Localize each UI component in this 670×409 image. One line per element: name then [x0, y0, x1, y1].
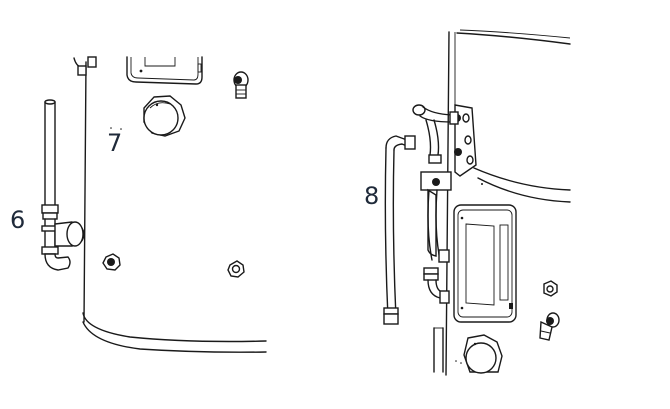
- valve-tee-icon: [420, 154, 452, 304]
- tank-left-wall: [83, 61, 87, 323]
- round-cap-icon: [143, 95, 186, 137]
- elbow-fitting-icon: [233, 71, 249, 99]
- valve-assembly-icon: [41, 204, 85, 271]
- nut-left-icon: [102, 253, 121, 271]
- tank-bottom-rim-lower: [82, 321, 267, 353]
- right-heater-illustration: [383, 29, 571, 376]
- elbow-fitting-right-icon: [539, 312, 560, 341]
- tank-wall-right: [445, 31, 450, 376]
- vertical-pipe-icon: [44, 99, 56, 206]
- flex-hose-icon: [383, 135, 416, 325]
- top-elbow-hose-icon: [412, 104, 459, 156]
- tank-bottom-rim-upper: [82, 312, 267, 343]
- mounting-bracket-icon: [453, 104, 477, 177]
- callout-label-6: 6: [10, 206, 26, 234]
- nut-icon: [543, 280, 558, 297]
- round-cap-bottom-icon: [463, 334, 503, 374]
- callout-label-8: 8: [364, 182, 380, 210]
- control-box-icon: [453, 204, 517, 323]
- nut-right-icon: [227, 260, 245, 278]
- control-box-bottom: [126, 56, 203, 85]
- left-heater-illustration: [41, 56, 267, 353]
- callout-label-7: 7: [107, 129, 123, 157]
